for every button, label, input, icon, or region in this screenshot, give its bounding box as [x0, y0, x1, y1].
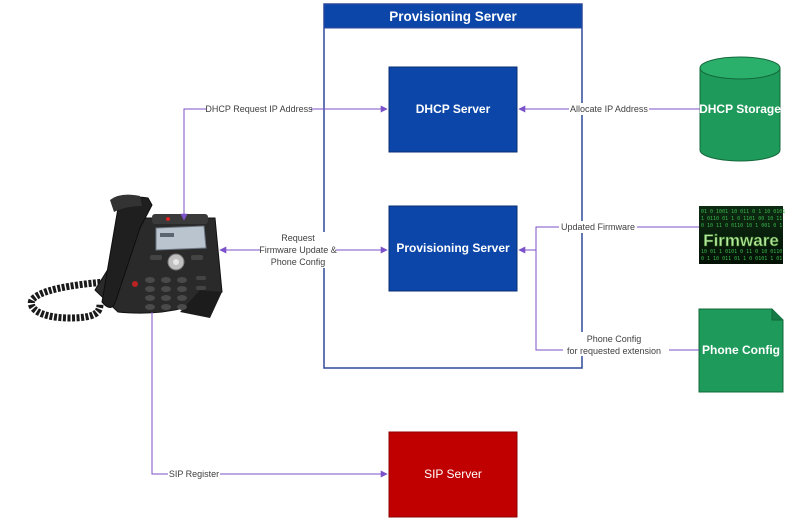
- dhcp-server-box[interactable]: DHCP Server: [388, 66, 518, 153]
- dhcp-server-label: DHCP Server: [416, 102, 491, 116]
- dhcp-request-label: DHCP Request IP Address: [205, 104, 313, 114]
- provisioning-server-container: Provisioning Server: [323, 3, 583, 369]
- phone-config-label: Phone Config: [702, 343, 780, 357]
- request-label-line3: Phone Config: [271, 257, 326, 267]
- firmware-node[interactable]: 01 0 1001 10 011 0 1 10 0101 1 0110 01 1…: [699, 206, 785, 264]
- firmware-label: Firmware: [703, 231, 779, 250]
- svg-text:10 01 1 0101 0 11 0 10 0110: 10 01 1 0101 0 11 0 10 0110: [701, 249, 782, 255]
- provisioning-server-label: Provisioning Server: [396, 241, 510, 255]
- edge-labels: DHCP Request IP Address Allocate IP Addr…: [168, 103, 669, 480]
- edge-dhcp-request: [180, 105, 388, 221]
- sip-server-label: SIP Server: [424, 467, 482, 481]
- updated-firmware-label: Updated Firmware: [561, 222, 635, 232]
- dhcp-storage-node[interactable]: DHCP Storage: [699, 56, 781, 162]
- svg-text:01 0 1001 10 011 0 1 10 0101: 01 0 1001 10 011 0 1 10 0101: [701, 209, 785, 215]
- container-title: Provisioning Server: [389, 9, 517, 24]
- sip-server-box[interactable]: SIP Server: [388, 431, 518, 518]
- phone-config-node[interactable]: Phone Config: [698, 308, 784, 393]
- database-cylinder-icon: [699, 56, 781, 162]
- request-label-line1: Request: [281, 233, 315, 243]
- svg-text:1 0110 01 1 0 1101 00 10 11: 1 0110 01 1 0 1101 00 10 11: [701, 216, 782, 222]
- edge-sip-register: [151, 312, 388, 478]
- provisioning-server-box[interactable]: Provisioning Server: [388, 205, 518, 292]
- svg-text:0 10 11 0 0110 10 1 001 0 1: 0 10 11 0 0110 10 1 001 0 1: [701, 223, 782, 229]
- phone-config-edge-label-line1: Phone Config: [587, 334, 642, 344]
- request-label-line2: Firmware Update &: [259, 245, 337, 255]
- sip-register-label: SIP Register: [169, 469, 219, 479]
- allocate-ip-label: Allocate IP Address: [570, 104, 648, 114]
- ip-phone-icon: [27, 194, 223, 322]
- dhcp-storage-label: DHCP Storage: [699, 102, 781, 116]
- document-icon: [698, 308, 784, 393]
- phone-config-edge-label-line2: for requested extension: [567, 346, 661, 356]
- svg-text:0 1 10 011 01 1 0 0101 1 01: 0 1 10 011 01 1 0 0101 1 01: [701, 256, 782, 262]
- firmware-matrix-icon: 01 0 1001 10 011 0 1 10 0101 1 0110 01 1…: [699, 206, 785, 264]
